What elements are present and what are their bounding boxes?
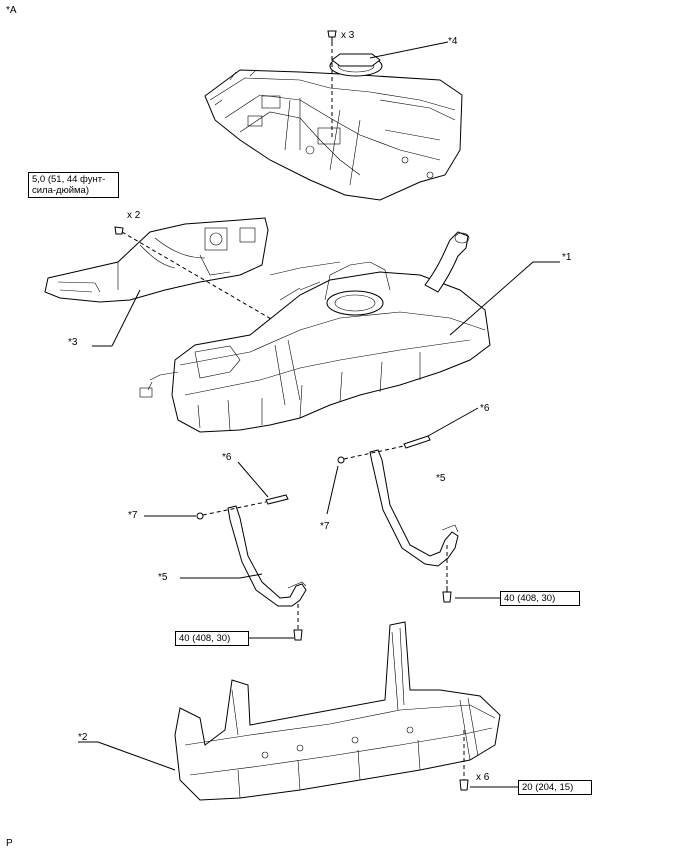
fuel-tank-bracket (44, 217, 269, 303)
service-hole-cover (329, 53, 383, 77)
callout-5-right: *5 (436, 473, 446, 484)
quantity-bracket-bolts: x 2 (127, 210, 141, 221)
torque-spec-bracket: 5,0 (51, 44 фунт- сила-дюйма) (28, 172, 119, 198)
callout-7-right: *7 (320, 521, 330, 532)
torque-spec-bracket-line1: 5,0 (51, 44 фунт- (32, 174, 106, 185)
fuel-tank-band-left (227, 505, 307, 607)
callout-4: *4 (448, 36, 458, 47)
callout-3: *3 (68, 337, 78, 348)
vehicle-floor-panel (204, 69, 463, 201)
band-clip-right (337, 456, 345, 464)
callout-1: *1 (562, 252, 572, 263)
band-pin-right (403, 435, 431, 449)
quantity-cover-bolts: x 3 (341, 30, 355, 41)
callout-6-left: *6 (222, 452, 232, 463)
callout-7-left: *7 (128, 510, 138, 521)
fuel-tank-protector (174, 621, 501, 801)
band-bolt-left-icon (293, 629, 303, 641)
quantity-protector-bolts: x 6 (476, 772, 490, 783)
band-pin-left (265, 494, 289, 505)
callout-2: *2 (78, 732, 88, 743)
callout-6-right: *6 (480, 403, 490, 414)
torque-spec-bracket-line2: сила-дюйма) (32, 185, 89, 196)
torque-spec-band-right: 40 (408, 30) (500, 591, 580, 606)
fuel-tank (139, 231, 491, 433)
callout-5-left: *5 (158, 572, 168, 583)
footer-label: P (6, 838, 13, 849)
fuel-tank-band-right (369, 449, 459, 567)
cover-bolt-icon (327, 30, 337, 42)
band-clip-left (196, 512, 204, 520)
bracket-bolt-icon (114, 226, 124, 235)
torque-spec-band-left: 40 (408, 30) (175, 631, 249, 646)
torque-spec-protector: 20 (204, 15) (518, 780, 592, 795)
corner-label: *A (6, 5, 17, 16)
protector-bolt-icon (459, 779, 469, 791)
band-bolt-right-icon (442, 586, 452, 603)
